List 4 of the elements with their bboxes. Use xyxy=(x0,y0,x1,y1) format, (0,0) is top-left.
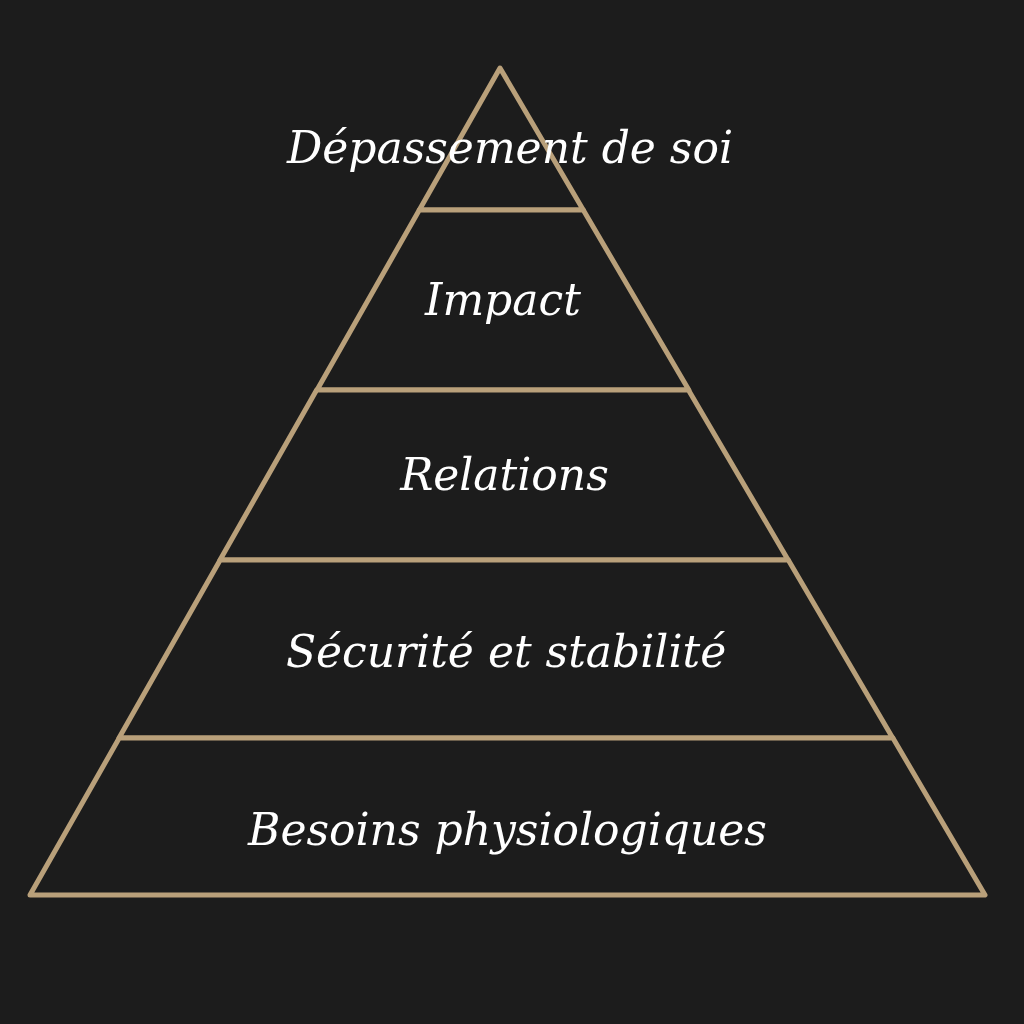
tier-label: Relations xyxy=(398,448,610,502)
tier-label: Besoins physiologiques xyxy=(246,803,768,857)
tier-label: Impact xyxy=(423,273,582,327)
tier-label: Sécurité et stabilité xyxy=(284,625,728,679)
